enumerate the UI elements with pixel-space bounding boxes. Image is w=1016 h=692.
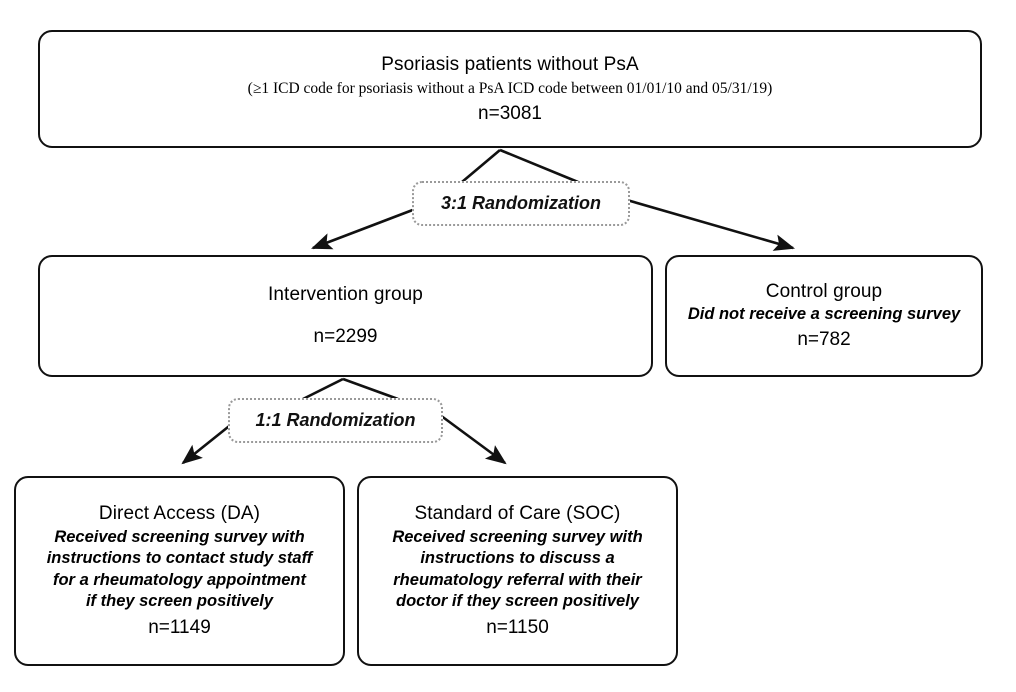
node-description-line: Received screening survey with xyxy=(54,528,305,547)
node-description-line: instructions to discuss a xyxy=(420,549,615,568)
node-count: n=2299 xyxy=(313,325,378,347)
label-randomization-1-1: 1:1 Randomization xyxy=(228,398,443,443)
node-description-line: instructions to contact study staff xyxy=(46,549,313,568)
node-count: n=1150 xyxy=(486,616,549,638)
edge-top-to-split-left xyxy=(461,149,501,183)
node-count: n=3081 xyxy=(478,103,542,125)
node-control-group: Control group Did not receive a screenin… xyxy=(665,255,983,377)
node-title: Standard of Care (SOC) xyxy=(414,502,621,524)
node-direct-access-arm: Direct Access (DA) Received screening su… xyxy=(14,476,345,666)
node-title: Control group xyxy=(765,280,883,302)
node-title: Intervention group xyxy=(268,283,423,305)
edge-intervention-to-split-right xyxy=(342,377,399,401)
node-title: Psoriasis patients without PsA xyxy=(381,54,639,76)
node-count: n=1149 xyxy=(148,616,211,638)
node-description-line: doctor if they screen positively xyxy=(396,591,639,610)
node-description-line: Received screening survey with xyxy=(392,528,643,547)
edge-top-to-control xyxy=(619,196,795,251)
node-count: n=782 xyxy=(797,328,851,350)
node-criteria: (≥1 ICD code for psoriasis without a PsA… xyxy=(247,79,773,97)
node-psoriasis-cohort: Psoriasis patients without PsA (≥1 ICD c… xyxy=(38,30,982,148)
node-intervention-group: Intervention group n=2299 xyxy=(38,255,653,377)
node-description-line: if they screen positively xyxy=(85,591,274,610)
node-description: Did not receive a screening survey xyxy=(687,305,961,324)
node-description-line: for a rheumatology appointment xyxy=(52,570,306,589)
edge-intervention-to-soc xyxy=(439,413,507,465)
node-standard-of-care-arm: Standard of Care (SOC) Received screenin… xyxy=(357,476,678,666)
node-description-line: rheumatology referral with their xyxy=(393,570,642,589)
label-randomization-3-1: 3:1 Randomization xyxy=(412,181,630,226)
edge-intervention-to-split-left xyxy=(302,377,344,401)
node-title: Direct Access (DA) xyxy=(98,502,261,524)
edge-top-to-split-right xyxy=(499,148,579,184)
